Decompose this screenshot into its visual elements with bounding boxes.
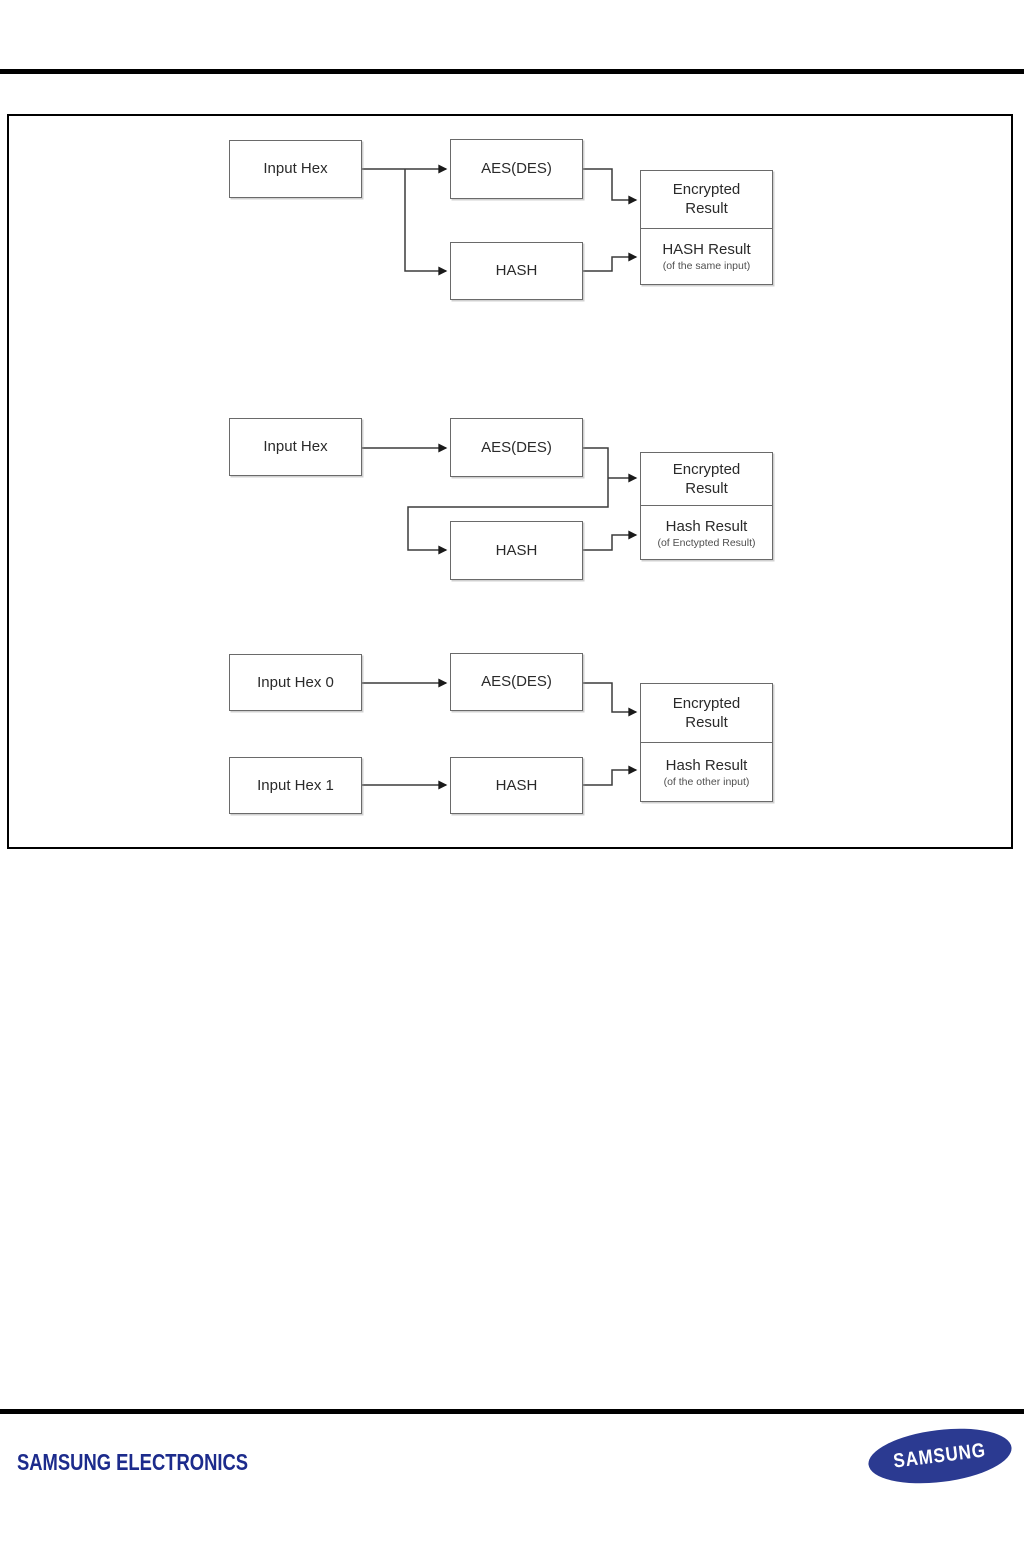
- d3-result-stack: Encrypted Result Hash Result (of the oth…: [640, 683, 773, 802]
- samsung-logo: SAMSUNG: [865, 1421, 1015, 1491]
- d1-hash-result-note: (of the same input): [662, 260, 751, 273]
- d2-result-stack: Encrypted Result Hash Result (of Enctypt…: [640, 452, 773, 560]
- samsung-logo-text: SAMSUNG: [892, 1438, 988, 1473]
- footer-rule: [0, 1409, 1024, 1414]
- d1-result-stack: Encrypted Result HASH Result (of the sam…: [640, 170, 773, 285]
- d3-hash-result-note: (of the other input): [663, 776, 750, 788]
- d2-hash-result-box: Hash Result (of Enctypted Result): [641, 505, 772, 559]
- d1-aes-des-label: AES(DES): [481, 160, 552, 177]
- d3-aes-des-label: AES(DES): [481, 673, 552, 690]
- d2-hash-label: HASH: [495, 541, 538, 559]
- d1-hash-result-box: HASH Result (of the same input): [641, 227, 772, 284]
- d3-hash-label: HASH: [495, 776, 538, 794]
- d3-hash-box: HASH: [450, 757, 583, 814]
- d1-aes-des-box: AES(DES): [450, 139, 583, 199]
- figure-frame: [7, 114, 1013, 849]
- d2-input-hex-label: Input Hex: [263, 438, 328, 455]
- footer-company-name: SAMSUNG ELECTRONICS: [17, 1449, 249, 1475]
- d2-hash-result-label: Hash Result: [665, 517, 748, 535]
- d2-encrypted-result-label: Encrypted Result: [672, 461, 741, 497]
- d1-encrypted-result-label: Encrypted Result: [672, 181, 741, 218]
- d1-hash-result-label: HASH Result: [662, 241, 751, 259]
- d2-hash-box: HASH: [450, 521, 583, 580]
- d2-hash-result-note: (of Enctypted Result): [657, 536, 756, 549]
- d2-input-hex-box: Input Hex: [229, 418, 362, 476]
- header-rule: [0, 69, 1024, 74]
- d1-hash-label: HASH: [495, 262, 538, 279]
- d1-encrypted-result-box: Encrypted Result: [641, 171, 772, 228]
- d3-encrypted-result-box: Encrypted Result: [641, 684, 772, 742]
- d2-aes-des-box: AES(DES): [450, 418, 583, 477]
- d2-aes-des-label: AES(DES): [481, 438, 552, 456]
- d1-input-hex-label: Input Hex: [263, 160, 328, 177]
- d3-hash-result-box: Hash Result (of the other input): [641, 742, 772, 801]
- d3-hash-result-label: Hash Result: [665, 757, 748, 774]
- d3-input-hex-1-label: Input Hex 1: [257, 776, 334, 794]
- d3-input-hex-0-label: Input Hex 0: [257, 673, 334, 691]
- d2-encrypted-result-box: Encrypted Result: [641, 453, 772, 505]
- d3-input-hex-1-box: Input Hex 1: [229, 757, 362, 814]
- d3-encrypted-result-label: Encrypted Result: [672, 695, 741, 731]
- d1-hash-box: HASH: [450, 242, 583, 300]
- d1-input-hex-box: Input Hex: [229, 140, 362, 198]
- d3-input-hex-0-box: Input Hex 0: [229, 654, 362, 711]
- d3-aes-des-box: AES(DES): [450, 653, 583, 711]
